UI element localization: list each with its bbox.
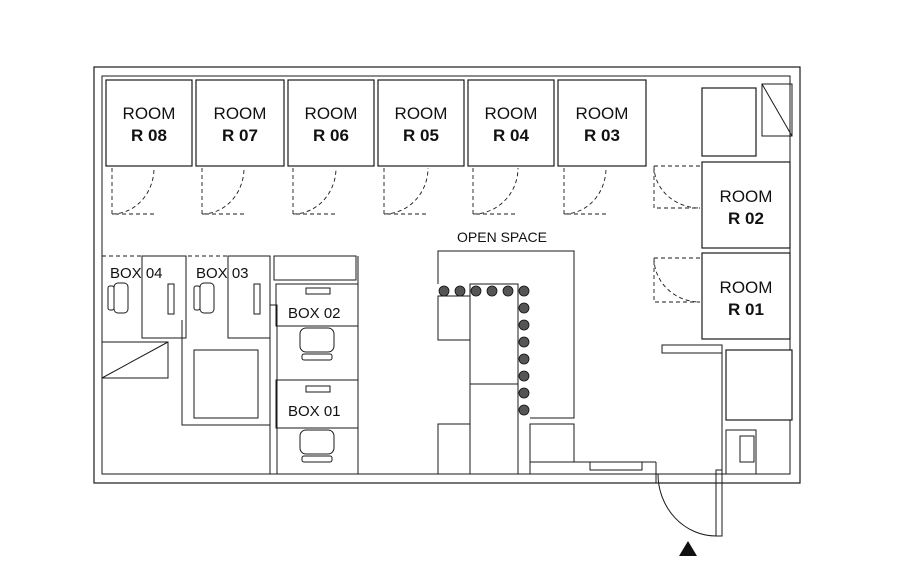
room-code: R 01 (728, 300, 764, 319)
plant-icon (470, 285, 482, 297)
box-03[interactable]: BOX 03 (188, 255, 271, 339)
room-label: ROOM (576, 104, 629, 123)
room-r04[interactable]: ROOM R 04 (467, 79, 555, 167)
closet-top-right (701, 83, 793, 157)
box-04[interactable]: BOX 04 (102, 255, 187, 339)
plant-icon (502, 285, 514, 297)
room-label: ROOM (305, 104, 358, 123)
plant-icon (518, 387, 530, 399)
plant-icon (518, 404, 530, 416)
room-code: R 08 (131, 126, 167, 145)
up-triangle-icon (679, 541, 697, 556)
room-code: R 06 (313, 126, 349, 145)
box-label: BOX 01 (288, 403, 341, 420)
room-r05[interactable]: ROOM R 05 (377, 79, 465, 167)
room-code: R 02 (728, 209, 764, 228)
open-space-label: OPEN SPACE (457, 229, 547, 245)
entrance-door[interactable] (655, 462, 723, 537)
box-label: BOX 02 (288, 305, 341, 322)
chair-icon (299, 429, 335, 455)
plant-icon (486, 285, 498, 297)
storage-left (101, 304, 278, 475)
room-label: ROOM (395, 104, 448, 123)
plant-icon (518, 285, 530, 297)
room-code: R 07 (222, 126, 258, 145)
box-label: BOX 03 (196, 265, 249, 282)
room-r01[interactable]: ROOM R 01 (701, 252, 791, 340)
monitor-icon (305, 385, 331, 393)
door-swings-top (111, 167, 607, 215)
room-label: ROOM (123, 104, 176, 123)
plant-icon (518, 302, 530, 314)
plant-icon (518, 370, 530, 382)
room-label: ROOM (720, 278, 773, 297)
room-code: R 05 (403, 126, 439, 145)
open-space[interactable]: OPEN SPACE (437, 229, 656, 475)
monitor-icon (253, 283, 261, 315)
room-r02[interactable]: ROOM R 02 (701, 161, 791, 249)
room-r06[interactable]: ROOM R 06 (287, 79, 375, 167)
box-01[interactable]: BOX 01 (275, 379, 359, 463)
room-label: ROOM (720, 187, 773, 206)
plant-icon (518, 353, 530, 365)
door-swings-right (653, 165, 701, 303)
plant-icon (454, 285, 466, 297)
plant-icon (438, 285, 450, 297)
box-label: BOX 04 (110, 265, 163, 282)
right-lower-area (661, 344, 793, 476)
room-r08[interactable]: ROOM R 08 (105, 79, 193, 167)
plant-icons (438, 285, 530, 416)
monitor-icon (167, 283, 175, 315)
room-label: ROOM (485, 104, 538, 123)
room-label: ROOM (214, 104, 267, 123)
plant-icon (518, 336, 530, 348)
room-code: R 03 (584, 126, 620, 145)
room-r03[interactable]: ROOM R 03 (557, 79, 647, 167)
box-02[interactable]: BOX 02 (273, 255, 359, 474)
monitor-icon (305, 287, 331, 295)
room-r07[interactable]: ROOM R 07 (195, 79, 285, 167)
room-code: R 04 (493, 126, 529, 145)
chair-icon (299, 327, 335, 353)
plant-icon (518, 319, 530, 331)
